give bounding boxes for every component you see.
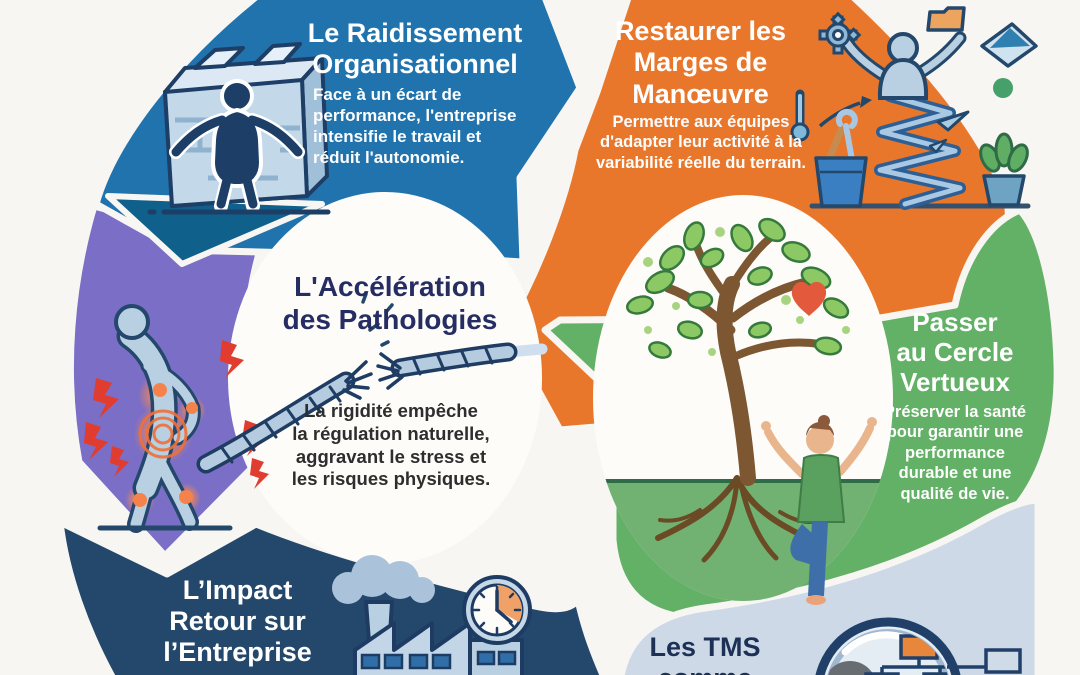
section-title-restaurer: Restaurer les Marges de Manœuvre	[614, 16, 787, 109]
tree-leaf-dots	[643, 227, 850, 356]
tools-cup-icon	[814, 108, 868, 208]
section-body-restaurer: Permettre aux équipes d'adapter leur act…	[595, 113, 806, 172]
green-dot	[993, 78, 1013, 98]
segment-light-band	[617, 496, 1042, 675]
heart-icon	[791, 281, 827, 316]
boxed-in-figure-icon	[147, 42, 333, 215]
plant-pot-icon	[979, 132, 1029, 207]
break-debris	[361, 292, 394, 347]
gear-icon	[818, 11, 862, 55]
section-title-impact: L’Impact Retour sur l’Entreprise	[163, 575, 312, 668]
section-body-raidissement: Face à un écart de performance, l'entrep…	[313, 85, 517, 168]
tree-leaves	[626, 217, 850, 359]
section-title-cercle-vertueux: Passer au Cercle Vertueux	[896, 307, 1014, 398]
broken-rope-icon	[196, 276, 548, 474]
section-title-raidissement: Le Raidissement Organisationnel	[307, 18, 523, 80]
rope-frays	[342, 352, 404, 400]
section-body-acceleration: La rigidité empêche la régulation nature…	[291, 400, 491, 490]
thermometer-icon	[790, 89, 810, 142]
pain-figure-icon	[84, 304, 269, 533]
spring-rebound-figure-icon	[790, 6, 1038, 210]
section-title-tms: Les TMS comme	[649, 632, 761, 675]
pain-bolts	[84, 340, 269, 489]
section-body-cercle-vertueux: Préserver la santé pour garantir une per…	[883, 403, 1027, 503]
factory-icon	[332, 555, 524, 675]
section-title-acceleration: L'Accélération des Pathologies	[282, 271, 498, 336]
folder-icon	[926, 6, 966, 32]
chart-icon	[980, 22, 1038, 68]
tree-with-roots-icon	[626, 217, 850, 563]
clock-icon	[462, 575, 532, 645]
yoga-figure-icon	[761, 415, 877, 605]
